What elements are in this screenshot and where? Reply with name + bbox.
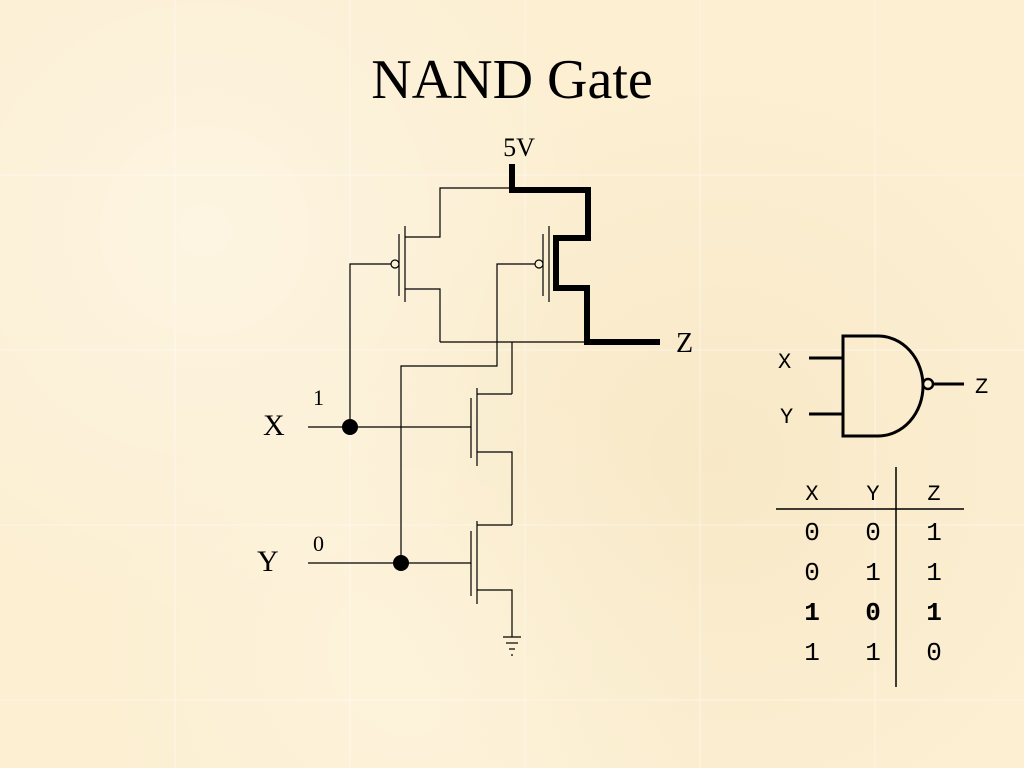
- truth-table-cell: 1: [865, 558, 881, 588]
- truth-table: X Y Z 0 0 1 0 1 1 1 0 1 1 1 0: [776, 467, 964, 687]
- gate-input-b-label: Y: [780, 405, 793, 430]
- truth-table-cell: 1: [804, 598, 820, 628]
- nmos-top-transistor: [308, 388, 513, 525]
- junction-dot-x: [342, 419, 358, 435]
- truth-table-header-y: Y: [866, 482, 879, 507]
- junction-dot-y: [393, 555, 409, 571]
- supply-wire: [413, 187, 512, 238]
- truth-table-cell: 0: [926, 638, 942, 668]
- ground-icon: [503, 636, 521, 656]
- truth-table-cell: 1: [926, 518, 942, 548]
- truth-table-cell: 0: [865, 598, 881, 628]
- gate-input-a-label: X: [778, 350, 791, 375]
- cmos-circuit: [308, 187, 587, 656]
- truth-table-cell: 1: [865, 638, 881, 668]
- truth-table-cell: 1: [804, 638, 820, 668]
- slide-title: NAND Gate: [371, 49, 653, 111]
- gate-output-label: Z: [975, 375, 988, 400]
- supply-label: 5V: [503, 133, 535, 162]
- inversion-bubble: [921, 377, 935, 391]
- truth-table-header-x: X: [805, 482, 818, 507]
- input-x-value: 1: [313, 385, 324, 410]
- truth-table-cell: 1: [926, 598, 942, 628]
- pmos-left-transistor: [349, 226, 441, 427]
- nand-gate-body: [841, 334, 925, 438]
- truth-table-cell: 0: [804, 558, 820, 588]
- truth-table-header-z: Z: [927, 482, 940, 507]
- circuit-output-label: Z: [676, 328, 693, 359]
- input-x-label: X: [263, 409, 285, 442]
- input-y-value: 0: [313, 531, 324, 556]
- truth-table-cell: 1: [926, 558, 942, 588]
- truth-table-cell: 0: [804, 518, 820, 548]
- input-y-label: Y: [257, 545, 279, 578]
- pmos-right-transistor: [496, 226, 550, 342]
- truth-table-cell: 0: [865, 518, 881, 548]
- nand-gate-symbol: [809, 334, 964, 438]
- nmos-bottom-transistor: [308, 521, 513, 637]
- active-current-path: [509, 164, 660, 345]
